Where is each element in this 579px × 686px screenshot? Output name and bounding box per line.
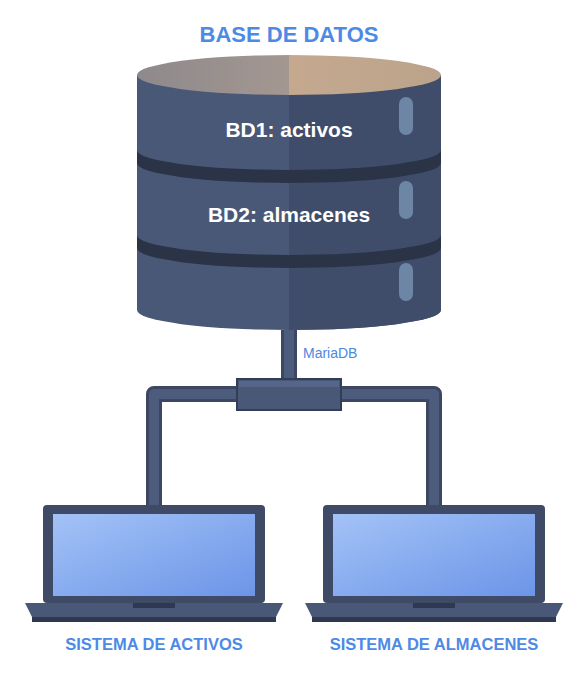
cylinder-separator — [137, 150, 441, 183]
cylinder-indicator — [399, 181, 413, 219]
cylinder-top — [137, 55, 441, 95]
laptop-base-edge — [32, 617, 276, 622]
laptop-screen — [333, 514, 535, 596]
laptop-base-edge — [312, 617, 556, 622]
junction-highlight — [239, 381, 339, 387]
cylinder-body — [137, 75, 441, 330]
laptop-shape — [305, 505, 563, 627]
pipe-outline — [154, 330, 289, 505]
laptop-bezel — [43, 505, 265, 603]
laptop-base — [305, 603, 563, 617]
laptop-notch — [133, 603, 175, 608]
database-name: BD2: almacenes — [137, 202, 441, 228]
network-pipe — [289, 330, 434, 505]
database-layer: BD2: almacenes — [137, 185, 441, 245]
pipe-fill — [154, 330, 289, 505]
cylinder-separator — [137, 235, 441, 268]
network-pipe — [154, 330, 289, 505]
database-cylinder: BASE DE DATOSBD1: activosBD2: almacenes — [137, 55, 441, 330]
client-laptop: SISTEMA DE ALMACENES — [305, 505, 563, 627]
laptop-base — [25, 603, 283, 617]
database-name: BD1: activos — [137, 117, 441, 143]
cylinder-shape — [137, 55, 441, 330]
laptop-bezel — [323, 505, 545, 603]
pipe-outline — [289, 330, 434, 505]
connection-label: MariaDB — [303, 345, 357, 361]
laptop-shape — [25, 505, 283, 627]
system-name: SISTEMA DE ACTIVOS — [25, 634, 283, 654]
laptop-notch — [413, 603, 455, 608]
database-layer: BD1: activos — [137, 100, 441, 160]
cylinder-shade — [289, 75, 441, 330]
client-laptop: SISTEMA DE ACTIVOS — [25, 505, 283, 627]
cylinder-indicator — [399, 97, 413, 135]
database-title: BASE DE DATOS — [137, 22, 441, 48]
laptop-screen — [53, 514, 255, 596]
cylinder-indicator — [399, 263, 413, 301]
system-name: SISTEMA DE ALMACENES — [305, 634, 563, 654]
pipe-fill — [289, 330, 434, 505]
junction-box — [237, 379, 341, 410]
